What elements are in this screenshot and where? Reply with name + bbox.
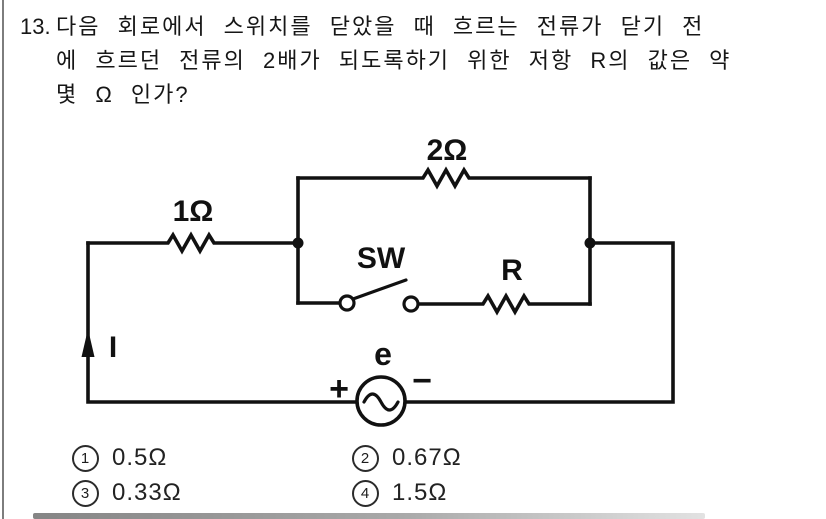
wire-left-bottom	[86, 241, 359, 404]
resistor-1ohm	[86, 231, 300, 255]
scan-artifact-bar	[33, 513, 705, 519]
choice-3-marker: 3	[72, 479, 99, 507]
resistor-2ohm	[296, 166, 592, 190]
label-plus: +	[329, 370, 349, 408]
choice-4-marker: 4	[352, 479, 379, 507]
question-text: 다음 회로에서 스위치를 닫았을 때 흐르는 전류가 닫기 전 에 흐르던 전류…	[56, 10, 800, 112]
resistor-R	[416, 292, 592, 316]
switch-blade	[351, 278, 408, 301]
switch-contact-left	[338, 294, 356, 312]
page-edge-line	[2, 0, 4, 519]
question-line-3: 몇 Ω 인가?	[56, 82, 190, 107]
question-line-2: 에 흐르던 전류의 2배가 되도록하기 위한 저항 R의 값은 약	[56, 48, 732, 73]
junction-dot-left	[292, 237, 304, 249]
label-switch: SW	[357, 242, 406, 275]
choice-2: 2 0.67Ω	[352, 444, 462, 472]
ac-source-sine	[362, 392, 400, 412]
choice-1: 1 0.5Ω	[72, 444, 167, 472]
question-line-1: 다음 회로에서 스위치를 닫았을 때 흐르는 전류가 닫기 전	[56, 14, 705, 39]
current-arrow	[81, 329, 95, 357]
wire-right-bottom	[403, 241, 675, 404]
switch-contact-right	[402, 295, 420, 313]
junction-dot-right	[584, 237, 596, 249]
label-2ohm: 2Ω	[427, 134, 468, 167]
label-current-I: I	[109, 331, 117, 364]
choice-4-label: 1.5Ω	[392, 479, 448, 506]
choice-3-label: 0.33Ω	[112, 479, 182, 506]
label-source-e: e	[374, 336, 392, 372]
choice-3: 3 0.33Ω	[72, 479, 182, 507]
label-1ohm: 1Ω	[173, 195, 214, 228]
choice-1-marker: 1	[72, 444, 99, 472]
label-minus: −	[412, 362, 432, 400]
question-block: 13. 다음 회로에서 스위치를 닫았을 때 흐르는 전류가 닫기 전 에 흐르…	[20, 10, 800, 112]
choice-2-marker: 2	[352, 444, 379, 472]
choice-1-label: 0.5Ω	[112, 444, 168, 471]
choice-2-label: 0.67Ω	[392, 444, 462, 471]
question-number: 13.	[20, 14, 51, 39]
choice-4: 4 1.5Ω	[352, 479, 447, 507]
label-resistor-R: R	[501, 254, 523, 287]
